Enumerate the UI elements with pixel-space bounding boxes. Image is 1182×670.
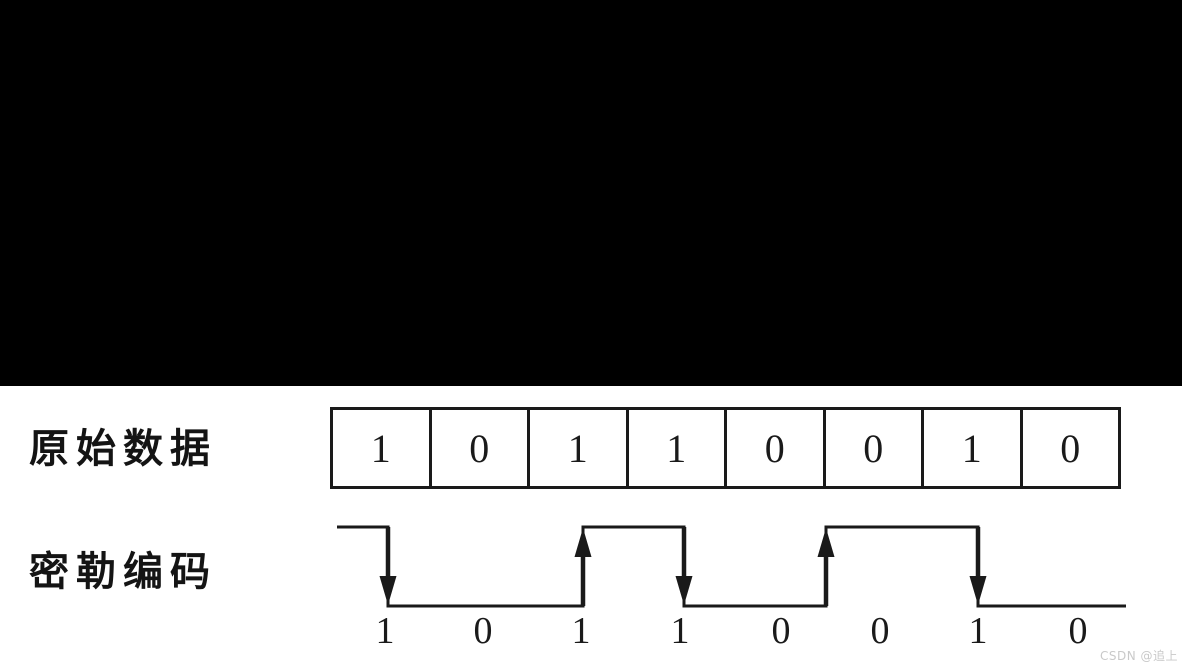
arrow-down-icon [675,576,693,605]
miller-bit-label: 1 [375,610,395,652]
arrow-down-icon [379,576,397,605]
bit-box: 1 [530,410,629,486]
bit-box: 1 [924,410,1023,486]
miller-bit-label: 0 [1068,610,1088,652]
bit-box: 0 [1060,425,1081,471]
bit-box: 0 [727,410,826,486]
miller-bit-label: 0 [870,610,890,652]
arrow-down-icon [969,576,987,605]
miller-bit-label: 1 [670,610,690,652]
miller-bit-label: 0 [473,610,493,652]
miller-code-label: 密勒编码 [29,549,217,595]
csdn-watermark: CSDN @追上 [1099,649,1178,663]
miller-bit-label: 1 [571,610,591,652]
bit-box: 1 [629,410,727,486]
miller-bit-label: 0 [771,610,791,652]
bit-box: 1 [333,410,432,486]
original-data-label: 原始数据 [29,426,217,472]
bit-box: 0 [826,410,924,486]
black-letterbox-band [0,0,1182,386]
miller-bit-label: 1 [968,610,988,652]
bit-box: 0 [432,410,530,486]
arrow-up-icon [817,528,835,557]
arrow-up-icon [574,528,592,557]
original-data-bit-boxes: 1 0 1 1 0 0 1 0 [330,407,1121,489]
